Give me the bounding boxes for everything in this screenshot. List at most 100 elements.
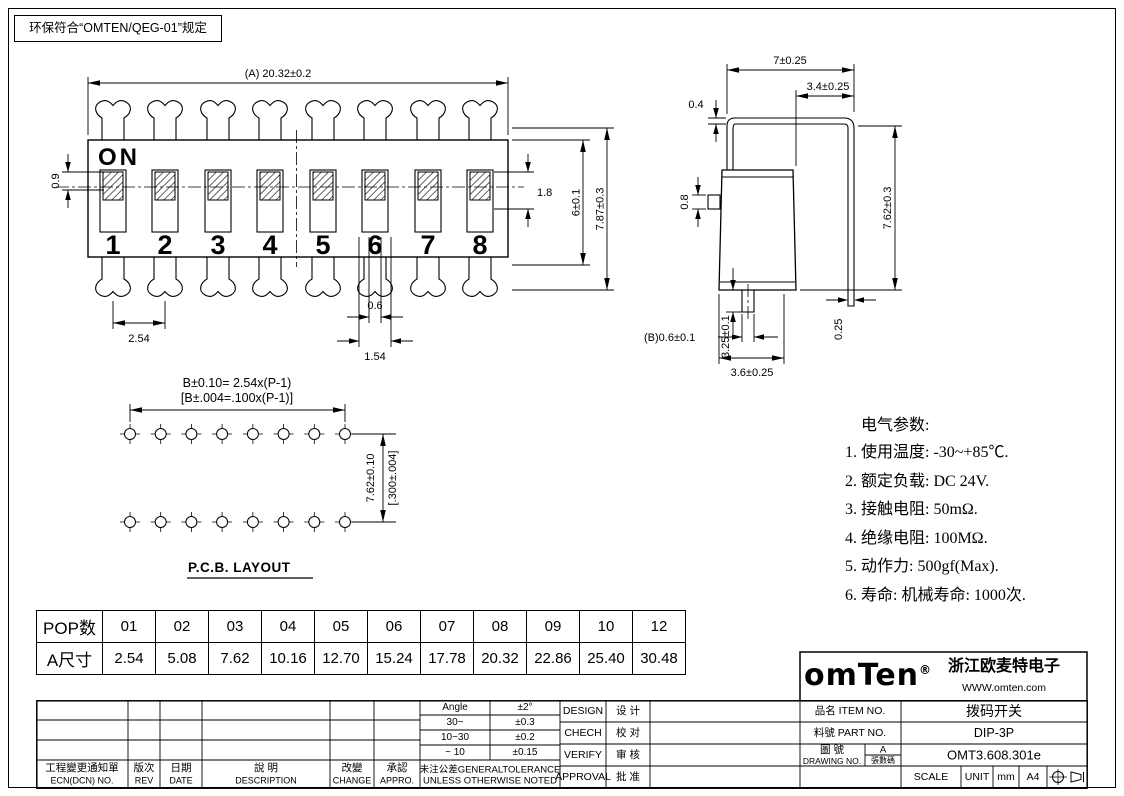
size-cell: 17.78 <box>420 642 474 675</box>
size-row: A尺寸 2.54 5.08 7.62 10.16 12.70 15.24 17.… <box>36 642 686 675</box>
electrical-item: 1. 使用温度: -30~+85℃. <box>845 444 1009 461</box>
verify-label-zh: 审 核 <box>616 748 640 761</box>
svg-text:0.25: 0.25 <box>833 319 845 340</box>
svg-text:B±0.10= 2.54x(P-1): B±0.10= 2.54x(P-1) <box>183 376 292 390</box>
item-no-label: 品名 ITEM NO. <box>814 704 886 717</box>
size-cell: 12.70 <box>314 642 368 675</box>
drawing-no-value: OMT3.608.301e <box>947 747 1041 763</box>
size-cell: 5.08 <box>155 642 209 675</box>
tolerance-value-2: ±0.2 <box>515 732 535 743</box>
pop-cell: 01 <box>102 610 156 643</box>
drawing-rev: A <box>879 744 887 756</box>
dim-6: 6±0.1 <box>512 139 590 266</box>
electrical-item: 6. 寿命: 机械寿命: 1000次. <box>845 586 1026 604</box>
brand-logo-text: omTen <box>803 658 920 693</box>
tolerance-note-2: UNLESS OTHERWISE NOTED <box>423 775 557 787</box>
item-no-value: 拨码开关 <box>966 703 1022 719</box>
unit-label: UNIT <box>964 770 990 783</box>
dim-025: 0.25 <box>826 297 876 340</box>
dim-b-spacing: B±0.10= 2.54x(P-1) [B±.004=.100x(P-1)] <box>129 376 346 422</box>
design-label-zh: 设 计 <box>616 704 640 717</box>
tolerance-range-2: 10~30 <box>440 732 470 743</box>
svg-text:7.62±0.10: 7.62±0.10 <box>365 454 377 503</box>
pop-cell: 09 <box>526 610 580 643</box>
dim-34: 3.4±0.25 <box>795 81 854 166</box>
tolerance-value-3: ±0.15 <box>512 747 538 758</box>
svg-text:3.6±0.25: 3.6±0.25 <box>731 367 774 379</box>
scale-label: SCALE <box>913 770 949 783</box>
dim-06: 0.6 <box>347 237 403 323</box>
drawing-sheet-label: 張數碼 <box>871 756 895 765</box>
tolerance-note-1: 未注公差GENERALTOLERANCE <box>419 764 561 776</box>
pop-cell: 06 <box>367 610 421 643</box>
appro-label-zh: 承認 <box>386 761 408 774</box>
appro-label-en: APPRO. <box>379 775 415 786</box>
electrical-title: 电气参数: <box>861 417 930 434</box>
pop-cell: 08 <box>473 610 527 643</box>
dim-36: 3.6±0.25 <box>718 294 785 379</box>
side-left-stub <box>707 194 721 210</box>
pop-row: POP数 01 02 03 04 05 06 07 08 09 10 12 <box>36 610 686 643</box>
dip-switch-body <box>87 139 509 258</box>
check-label-en: CHECH <box>564 726 602 739</box>
on-label: ON <box>98 144 140 171</box>
side-terminal <box>726 117 855 322</box>
electrical-item: 2. 额定负载: DC 24V. <box>845 472 990 490</box>
rev-label-zh: 版次 <box>133 761 155 774</box>
brand-logo: omTen® <box>804 661 932 691</box>
svg-text:1.54: 1.54 <box>364 351 385 363</box>
title-block-grid <box>36 651 1088 789</box>
svg-text:[B±.004=.100x(P-1)]: [B±.004=.100x(P-1)] <box>181 391 293 405</box>
ecn-label-zh: 工程變更通知單 <box>45 761 119 774</box>
change-label-zh: 改變 <box>341 761 363 774</box>
compliance-stamp: 环保符合“OMTEN/QEG-01”规定 <box>14 15 222 42</box>
pop-table: POP数 01 02 03 04 05 06 07 08 09 10 12 A尺… <box>36 610 686 675</box>
dim-overall-width: (A) 20.32±0.2 <box>87 68 509 135</box>
svg-text:(A) 20.32±0.2: (A) 20.32±0.2 <box>245 68 312 80</box>
dim-09: 0.9 <box>50 154 104 208</box>
svg-text:0.8: 0.8 <box>679 194 691 209</box>
approval-label-en: APPROVAL <box>555 770 611 783</box>
size-cell: 2.54 <box>102 642 156 675</box>
company-website: WWW.omten.com <box>961 681 1047 694</box>
tolerance-value-1: ±0.3 <box>515 717 535 728</box>
pop-cell: 04 <box>261 610 315 643</box>
svg-text:0.6: 0.6 <box>367 300 382 312</box>
switch-number: 4 <box>262 230 277 260</box>
size-cell: 20.32 <box>473 642 527 675</box>
electrical-parameters: 电气参数: 1. 使用温度: -30~+85℃. 2. 额定负载: DC 24V… <box>845 413 1101 610</box>
verify-label-en: VERIFY <box>564 748 602 761</box>
pcb-pads-row1 <box>119 423 356 445</box>
approval-label-zh: 批 准 <box>616 770 640 783</box>
svg-text:[.300±.004]: [.300±.004] <box>387 451 399 506</box>
electrical-item: 5. 动作力: 500gf(Max). <box>845 558 999 575</box>
title-block: 工程變更通知單 ECN(DCN) NO. 版次 REV 日期 DATE 說 明 … <box>36 651 1088 789</box>
date-label-zh: 日期 <box>170 761 192 774</box>
pop-cell: 07 <box>420 610 474 643</box>
change-label-en: CHANGE <box>332 775 372 786</box>
svg-text:6±0.1: 6±0.1 <box>571 189 583 216</box>
description-label-en: DESCRIPTION <box>235 775 297 786</box>
front-view-drawing: ON 1 2 3 4 5 6 7 8 (A) 20.32±0.2 0.9 1.8 <box>50 68 614 363</box>
date-label-en: DATE <box>169 775 193 786</box>
rev-label-en: REV <box>134 775 154 786</box>
electrical-item: 4. 绝缘电阻: 100MΩ. <box>845 529 988 547</box>
dim-787: 7.87±0.3 <box>512 127 614 291</box>
dim-18: 1.8 <box>494 154 552 227</box>
tolerance-range-1: 30~ <box>446 717 464 728</box>
company-name: 浙江欧麦特电子 <box>947 658 1061 675</box>
dim-08: 0.8 <box>679 177 706 227</box>
dim-b06: (B)0.6±0.1 <box>644 314 778 344</box>
size-cell: 22.86 <box>526 642 580 675</box>
pcb-layout-title: P.C.B. LAYOUT <box>188 560 291 575</box>
size-row-header: A尺寸 <box>36 642 103 675</box>
paper-size: A4 <box>1026 770 1040 783</box>
side-housing <box>707 169 797 291</box>
dim-762: 7.62±0.3 <box>800 125 902 291</box>
size-cell: 25.40 <box>579 642 633 675</box>
tolerance-range-3: ~ 10 <box>445 747 465 758</box>
size-cell: 30.48 <box>632 642 686 675</box>
description-label-zh: 說 明 <box>254 761 278 774</box>
registered-mark-icon: ® <box>919 663 933 677</box>
